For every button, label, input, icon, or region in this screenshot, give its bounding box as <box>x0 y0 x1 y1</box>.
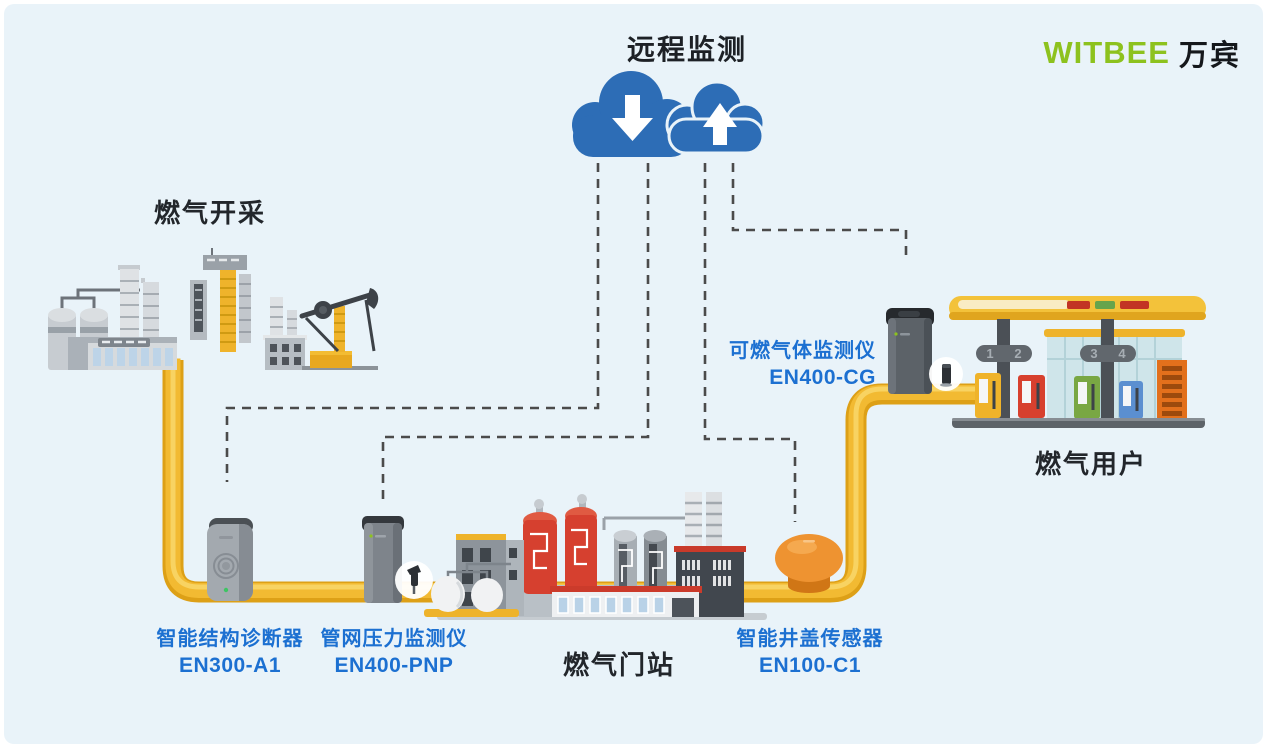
gate-station-illustration <box>424 492 767 620</box>
brand-name-cn: 万宾 <box>1178 40 1241 72</box>
chimneys <box>602 492 722 548</box>
fuel-pumps <box>975 373 1143 419</box>
pump-number-4: 4 <box>1118 346 1126 361</box>
link-pressure-monitor <box>381 163 650 502</box>
pump-number-3: 3 <box>1090 346 1097 361</box>
download-arrow-icon <box>612 95 653 141</box>
main-hall <box>550 586 702 617</box>
upload-arrow-icon <box>703 103 737 145</box>
pressure-sensor-bubble <box>395 561 433 599</box>
label-gate-station: 燃气门站 <box>562 650 675 680</box>
gas-station-illustration: 1 2 3 4 <box>949 296 1206 428</box>
label-gas-monitor: 可燃气体监测仪 EN400-CG <box>666 338 876 392</box>
pipeline-and-links-layer <box>162 163 988 603</box>
derrick-tower <box>203 248 251 352</box>
label-gas-users: 燃气用户 <box>1034 449 1147 479</box>
device-model: EN300-A1 <box>178 654 282 678</box>
small-building <box>263 297 307 370</box>
link-gas-monitor <box>731 163 908 262</box>
spherical-tanks <box>424 562 519 617</box>
label-structure-diagnoser: 智能结构诊断器 EN300-A1 <box>125 626 335 680</box>
device-gas-monitor <box>886 308 934 394</box>
device-name: 可燃气体监测仪 <box>729 340 876 362</box>
page-title: 远程监测 <box>626 34 747 65</box>
device-name: 智能井盖传感器 <box>736 628 884 650</box>
brand-name-en: WITBEE <box>1043 35 1170 70</box>
diagram-canvas: 1 2 3 4 <box>4 4 1263 744</box>
remote-monitoring-clouds <box>572 71 766 157</box>
brand-logo: WITBEE 万宾 <box>1043 32 1241 74</box>
label-gas-extraction: 燃气开采 <box>153 198 266 228</box>
cloud-upload-icon <box>665 80 766 155</box>
red-towers <box>523 494 597 594</box>
link-manhole-sensor <box>703 163 797 522</box>
orange-building <box>1157 360 1187 421</box>
device-model: EN100-C1 <box>758 654 862 678</box>
label-manhole-sensor: 智能井盖传感器 EN100-C1 <box>705 626 915 680</box>
canopy-post <box>1101 319 1114 419</box>
monitoring-links <box>225 163 908 522</box>
device-manhole-sensor <box>775 534 843 593</box>
label-pressure-monitor: 管网压力监测仪 EN400-PNP <box>289 626 499 680</box>
oil-pump-jack <box>299 288 379 370</box>
gas-pipeline <box>162 355 988 603</box>
device-model: EN400-CG <box>769 366 876 390</box>
canopy <box>949 296 1206 320</box>
pump-number-1: 1 <box>986 346 993 361</box>
main-plant-building <box>68 337 177 370</box>
device-structure-diagnoser <box>207 518 253 601</box>
gas-sensor-bubble <box>929 357 963 391</box>
gas-extraction-illustration <box>48 248 379 370</box>
device-name: 智能结构诊断器 <box>156 628 304 650</box>
chimney-stacks <box>118 265 159 337</box>
device-name: 管网压力监测仪 <box>320 628 468 650</box>
status-led <box>223 587 229 593</box>
pump-number-signs: 1 2 3 4 <box>976 345 1136 362</box>
control-tower <box>190 280 207 340</box>
station-base <box>952 418 1205 428</box>
pump-number-2: 2 <box>1014 346 1021 361</box>
device-model: EN400-PNP <box>334 654 454 678</box>
